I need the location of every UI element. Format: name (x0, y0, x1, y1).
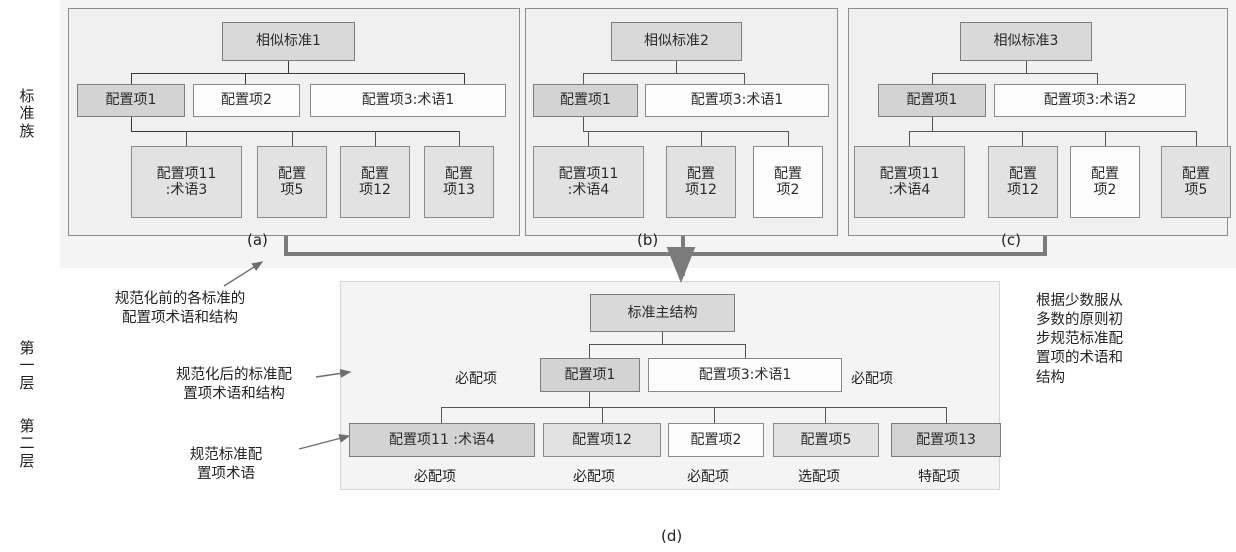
panel-b-level2-bus (583, 131, 789, 133)
panel-d-level2-node-1[interactable]: 配置项11 :术语4 (349, 423, 535, 457)
panel-d-level1-bus (589, 344, 746, 346)
panel-a-level1-bus (131, 73, 465, 75)
panel-a-leaf-stem-3 (375, 131, 377, 146)
panel-c-level2-node-2[interactable]: 配置 项12 (988, 146, 1058, 218)
panel-a-branch-3 (464, 73, 466, 85)
panel-d-caption: (d) (661, 527, 683, 545)
panel-b-ci1-stem (583, 116, 585, 132)
panel-c-branch-1 (932, 73, 934, 85)
panel-b-root-node[interactable]: 相似标准2 (611, 22, 742, 61)
panel-d-level2-node-4[interactable]: 配置项5 (773, 423, 879, 457)
panel-a-level1-node-1[interactable]: 配置项1 (77, 84, 185, 117)
panel-b-level2-node-3[interactable]: 配置 项2 (753, 146, 823, 218)
panel-a-leaf-stem-1 (186, 131, 188, 146)
panel-d-root-node[interactable]: 标准主结构 (590, 294, 735, 332)
panel-b-caption: (b) (637, 231, 659, 249)
panel-d-level2-tag-1: 必配项 (414, 469, 456, 485)
panel-b-leaf-stem-3 (788, 131, 790, 146)
panel-d-level1-node-1[interactable]: 配置项1 (540, 358, 640, 392)
panel-c-caption: (c) (1001, 231, 1021, 249)
panel-b-level1-bus (583, 73, 745, 75)
panel-a-branch-2 (245, 73, 247, 85)
merge-stem-b (681, 236, 685, 256)
panel-d-leaf-stem-5 (946, 407, 948, 423)
panel-b-level2-node-1[interactable]: 配置项11 :术语4 (533, 146, 644, 218)
merge-stem-c (1043, 236, 1047, 256)
left-label-standard-family: 标 准 族 (19, 87, 35, 140)
panel-c-leaf-stem-4 (1196, 131, 1198, 146)
panel-d-level2-node-5[interactable]: 配置项13 (891, 423, 1001, 457)
panel-a-root-node[interactable]: 相似标准1 (222, 22, 355, 61)
panel-a-branch-1 (131, 73, 133, 85)
panel-d-leaf-stem-1 (441, 407, 443, 423)
panel-d-leaf-stem-4 (825, 407, 827, 423)
panel-c-level1-bus (932, 73, 1098, 75)
panel-d-level2-tag-3: 必配项 (687, 469, 729, 485)
annotation-majority-rule: 根据少数服从 多数的原则初 步规范标准配 置项的术语和 结构 (1036, 293, 1123, 386)
panel-d-branch-1 (589, 344, 591, 358)
panel-d-level1-tag-1: 必配项 (455, 371, 497, 387)
panel-d-leaf-stem-3 (714, 407, 716, 423)
panel-a-leaf-stem-4 (459, 131, 461, 146)
panel-c-branch-2 (1097, 73, 1099, 85)
merge-down-stem (681, 252, 685, 276)
panel-c-level2-bus (909, 131, 1197, 133)
panel-c-leaf-stem-1 (909, 131, 911, 146)
panel-d-leaf-stem-2 (602, 407, 604, 423)
panel-a-level1-node-2[interactable]: 配置项2 (193, 84, 300, 117)
panel-a-level2-node-4[interactable]: 配置 项13 (424, 146, 494, 218)
panel-c-level2-node-1[interactable]: 配置项11 :术语4 (854, 146, 965, 218)
panel-d-root-stem (662, 331, 664, 345)
panel-c-level1-node-2[interactable]: 配置项3:术语2 (994, 84, 1186, 117)
panel-c-root-node[interactable]: 相似标准3 (960, 22, 1092, 61)
panel-a-level2-node-1[interactable]: 配置项11 :术语3 (131, 146, 242, 218)
panel-d-level2-tag-2: 必配项 (573, 469, 615, 485)
panel-b-leaf-stem-2 (701, 131, 703, 146)
panel-c-ci1-stem (932, 116, 934, 132)
panel-d-level2-bus (441, 407, 947, 409)
panel-c-level2-node-4[interactable]: 配置 项5 (1161, 146, 1231, 218)
panel-a-level2-node-3[interactable]: 配置 项12 (340, 146, 410, 218)
left-label-layer-2: 第 二 层 (19, 417, 35, 470)
panel-a-ci1-stem (131, 116, 133, 132)
panel-a-level2-node-2[interactable]: 配置 项5 (257, 146, 327, 218)
panel-c-root-stem (1026, 60, 1028, 74)
panel-a-caption: (a) (247, 231, 268, 249)
panel-b-root-stem (676, 60, 678, 74)
merge-stem-a (284, 236, 288, 256)
panel-d-branch-2 (745, 344, 747, 358)
panel-a-leaf-stem-2 (292, 131, 294, 146)
merge-horizontal-bus (284, 252, 1047, 256)
annotation-before-normalization: 规范化前的各标准的 配置项术语和结构 (114, 291, 246, 327)
annotation-after-normalization: 规范化后的标准配 置项术语和结构 (176, 367, 292, 403)
panel-b-branch-1 (583, 73, 585, 85)
panel-b-level1-node-2[interactable]: 配置项3:术语1 (645, 84, 829, 117)
panel-d-level2-node-2[interactable]: 配置项12 (543, 423, 661, 457)
panel-a-level1-node-3[interactable]: 配置项3:术语1 (310, 84, 506, 117)
panel-b-level1-node-1[interactable]: 配置项1 (533, 84, 638, 117)
panel-c-level1-node-1[interactable]: 配置项1 (878, 84, 986, 117)
panel-c-leaf-stem-3 (1105, 131, 1107, 146)
panel-d-level2-tag-4: 选配项 (798, 469, 840, 485)
panel-b-leaf-stem-1 (588, 131, 590, 146)
panel-b-branch-2 (744, 73, 746, 85)
panel-d-level1-tag-2: 必配项 (851, 371, 893, 387)
panel-b-level2-node-2[interactable]: 配置 项12 (666, 146, 736, 218)
panel-d-ci1-stem (589, 391, 591, 408)
left-label-layer-1: 第 一 层 (19, 339, 35, 392)
panel-d-level2-node-3[interactable]: 配置项2 (668, 423, 764, 457)
panel-c-leaf-stem-2 (1022, 131, 1024, 146)
panel-d-level2-tag-5: 特配项 (918, 469, 960, 485)
panel-a-root-stem (288, 60, 290, 74)
panel-a-level2-bus (131, 131, 460, 133)
panel-c-level2-node-3[interactable]: 配置 项2 (1070, 146, 1140, 218)
panel-d-level1-node-2[interactable]: 配置项3:术语1 (648, 358, 842, 392)
annotation-term-normalization: 规范标准配 置项术语 (189, 447, 263, 483)
